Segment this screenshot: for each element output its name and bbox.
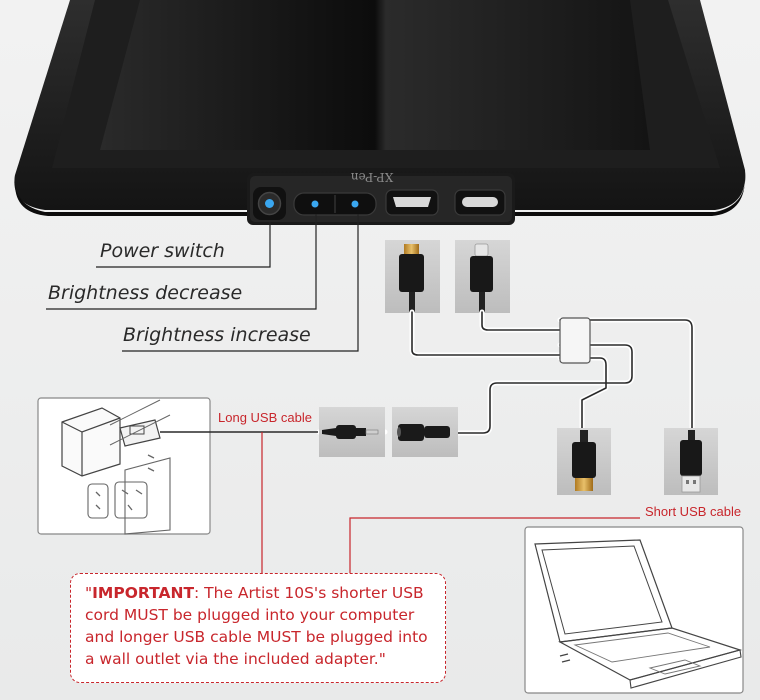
short-usb-cable-label: Short USB cable <box>645 504 742 519</box>
usb-c-port <box>454 189 506 216</box>
barrel-plug-male <box>319 407 385 457</box>
laptop-illustration <box>524 526 744 694</box>
power-button[interactable] <box>253 187 286 220</box>
cable-splitter <box>559 317 591 364</box>
barrel-plug-female <box>392 407 458 457</box>
brightness-decrease-label: Brightness decrease <box>48 282 243 304</box>
cable-bundle <box>316 309 695 436</box>
wall-outlet-illustration <box>37 397 211 535</box>
drawing-tablet <box>14 0 746 216</box>
usb-a-connector <box>664 428 718 495</box>
note-open-quote: " <box>85 584 93 602</box>
hdmi-connector <box>557 428 611 495</box>
note-important: IMPORTANT <box>92 584 195 602</box>
usb-c-connector <box>455 240 510 313</box>
power-switch-label: Power switch <box>100 240 225 262</box>
mini-hdmi-connector <box>385 240 440 313</box>
note-body: : The Artist 10S's shorter USB cord MUST… <box>85 584 428 668</box>
brightness-increase-label: Brightness increase <box>123 324 311 346</box>
brand-label: XP-Pen <box>351 170 394 184</box>
long-usb-cable-label: Long USB cable <box>218 410 312 425</box>
important-note: "IMPORTANT: The Artist 10S's shorter USB… <box>70 573 446 683</box>
hdmi-port <box>385 189 439 216</box>
red-leader-lines <box>261 432 640 573</box>
brightness-rocker[interactable] <box>293 192 377 216</box>
